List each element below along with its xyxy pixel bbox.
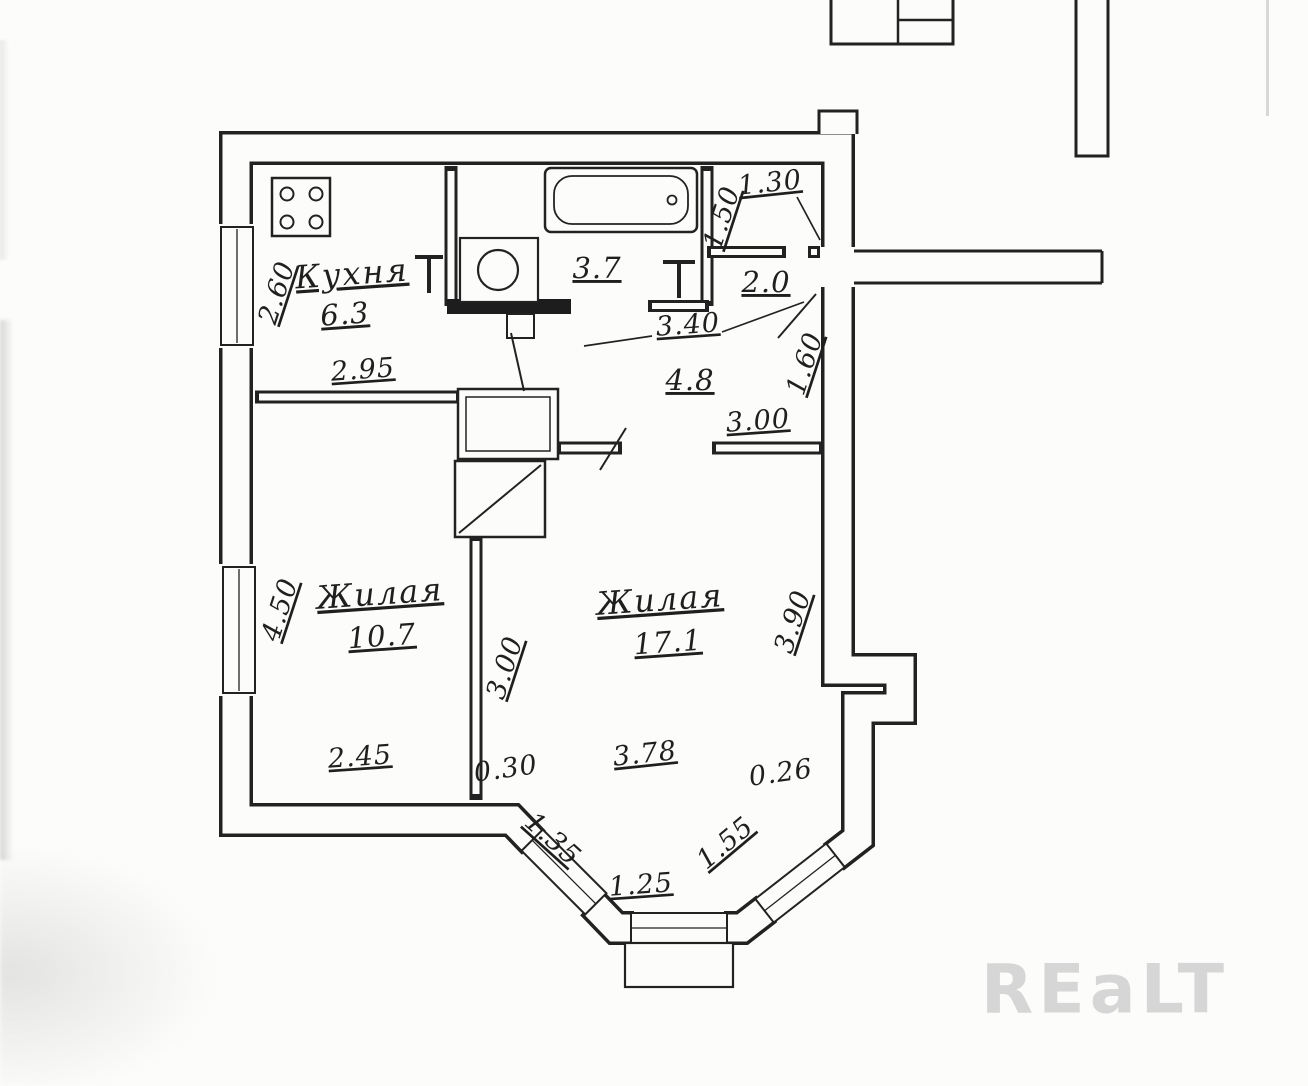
watermark-logo: REaLT: [981, 951, 1229, 1030]
door-and-leader-lines: [510, 196, 821, 471]
room-area-kitchen: 6.3: [319, 295, 370, 332]
dim-4-50: 4.50: [255, 574, 305, 646]
dim-0-26: 0.26: [747, 753, 815, 793]
closet-upper: [456, 387, 560, 461]
outer-walls: [219, 109, 917, 945]
room-area-living-large: 17.1: [632, 623, 703, 662]
dim-1-25: 1.25: [608, 867, 674, 902]
riser-symbol-bath: [663, 260, 695, 298]
bay-window-right: [753, 839, 847, 927]
dim-3-00-mid: 3.00: [480, 632, 529, 703]
bathtub-icon: [543, 166, 699, 234]
washbasin-icon: [458, 236, 540, 304]
leader-line: [721, 301, 805, 333]
bay-window-left: [518, 826, 610, 918]
door-leaf-entry: [777, 293, 817, 339]
closet-lower: [453, 459, 547, 539]
dim-2-95: 2.95: [329, 352, 396, 387]
leader-line: [796, 196, 821, 241]
entry-opening-and-corridor: [816, 247, 1104, 287]
adjacent-wall: [1074, 0, 1110, 158]
dim-3-00-top: 3.00: [725, 403, 791, 438]
door-leaf-kitchen: [510, 332, 525, 392]
adjacent-building-walls: [829, 0, 1110, 158]
bay-window-center: [623, 906, 735, 989]
window-living-left: [213, 564, 259, 696]
dim-1-55: 1.55: [691, 811, 760, 876]
outer-wall-core: [222, 134, 914, 942]
room-area-living-small: 10.7: [346, 617, 417, 656]
interior-walls: [255, 166, 823, 800]
door-leaf-living-large: [599, 427, 627, 471]
dim-2-45: 2.45: [326, 739, 393, 774]
stove-icon: [270, 176, 332, 238]
room-area-hallway: 4.8: [664, 363, 714, 397]
wall-pier: [817, 109, 859, 134]
room-label-living-small: Жилая: [313, 570, 445, 617]
dim-2-60: 2.60: [252, 257, 302, 329]
room-area-storage: 2.0: [740, 265, 790, 299]
riser-symbol-kitchen: [415, 255, 443, 293]
leader-line: [583, 335, 653, 347]
dim-3-40: 3.40: [655, 307, 721, 342]
dim-3-90: 3.90: [768, 586, 817, 657]
room-label-kitchen: Кухня: [293, 251, 410, 297]
dim-3-78: 3.78: [611, 735, 678, 773]
window-kitchen: [213, 224, 259, 348]
room-area-bathroom: 3.7: [572, 251, 621, 285]
room-label-living-large: Жилая: [593, 576, 725, 623]
dim-1-30: 1.30: [736, 164, 803, 202]
adjacent-room-box: [829, 0, 955, 46]
